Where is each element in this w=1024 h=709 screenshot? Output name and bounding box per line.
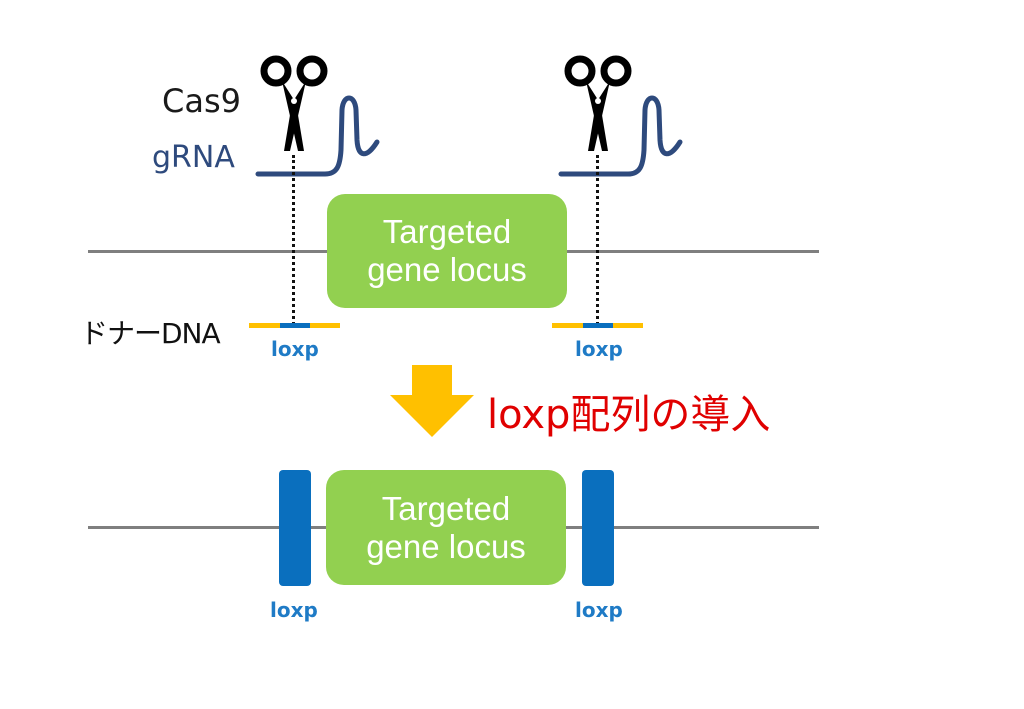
locus-line1: Targeted [382,213,512,250]
cut-site-line-right [596,155,599,325]
scissors-icon [260,55,328,151]
loxp-segment [583,323,613,328]
donor-dna-label: ドナーDNA [80,317,221,350]
homology-arm-right [310,323,340,328]
loxp-label: loxp [270,598,318,622]
loxp-site-left [279,470,311,586]
loxp-label: loxp [271,337,319,361]
locus-line2: gene locus [366,527,526,565]
locus-line2: gene locus [367,251,527,288]
loxp-introduction-label: loxp配列の導入 [487,392,771,438]
homology-arm-left [249,323,280,328]
scissors-icon [564,55,632,151]
targeted-gene-locus-box: Targeted gene locus [326,470,566,585]
homology-arm-left [552,323,583,328]
locus-line1: Targeted [381,489,511,527]
grna-label: gRNA [152,140,235,175]
loxp-segment [280,323,310,328]
loxp-site-right [582,470,614,586]
targeted-gene-locus-box: Targeted gene locus [327,194,567,308]
cas9-label: Cas9 [162,82,241,120]
grna-hairpin-icon [558,95,683,177]
down-arrow-icon [390,365,474,437]
grna-hairpin-icon [255,95,380,177]
loxp-label: loxp [575,598,623,622]
loxp-label: loxp [575,337,623,361]
cut-site-line-left [292,155,295,325]
homology-arm-right [613,323,643,328]
